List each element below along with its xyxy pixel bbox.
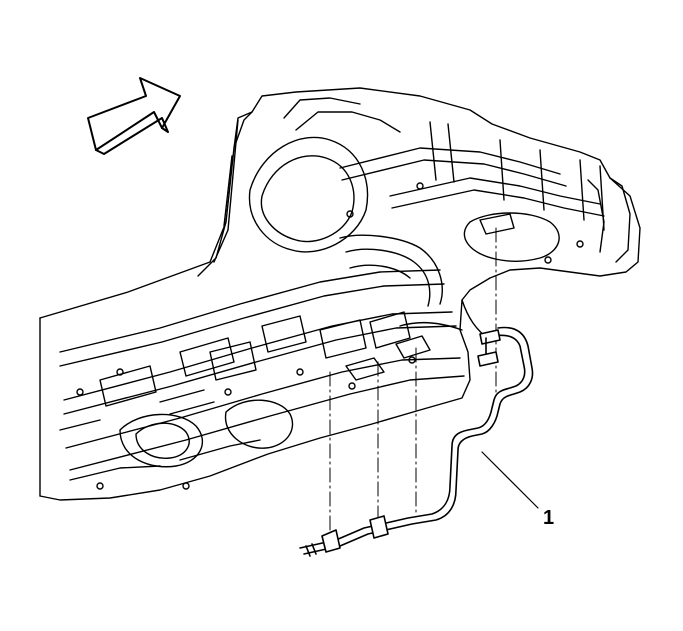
pipe-clip-1 xyxy=(321,529,341,553)
underbody-floor-pan xyxy=(39,87,641,501)
callout-1-leader xyxy=(481,451,539,509)
front-direction-arrow-icon xyxy=(87,77,181,155)
alignment-lines xyxy=(329,227,497,537)
floor-pipe xyxy=(299,326,534,557)
callout-1-label: 1 xyxy=(543,507,554,529)
pipe-clip-2 xyxy=(369,515,389,539)
